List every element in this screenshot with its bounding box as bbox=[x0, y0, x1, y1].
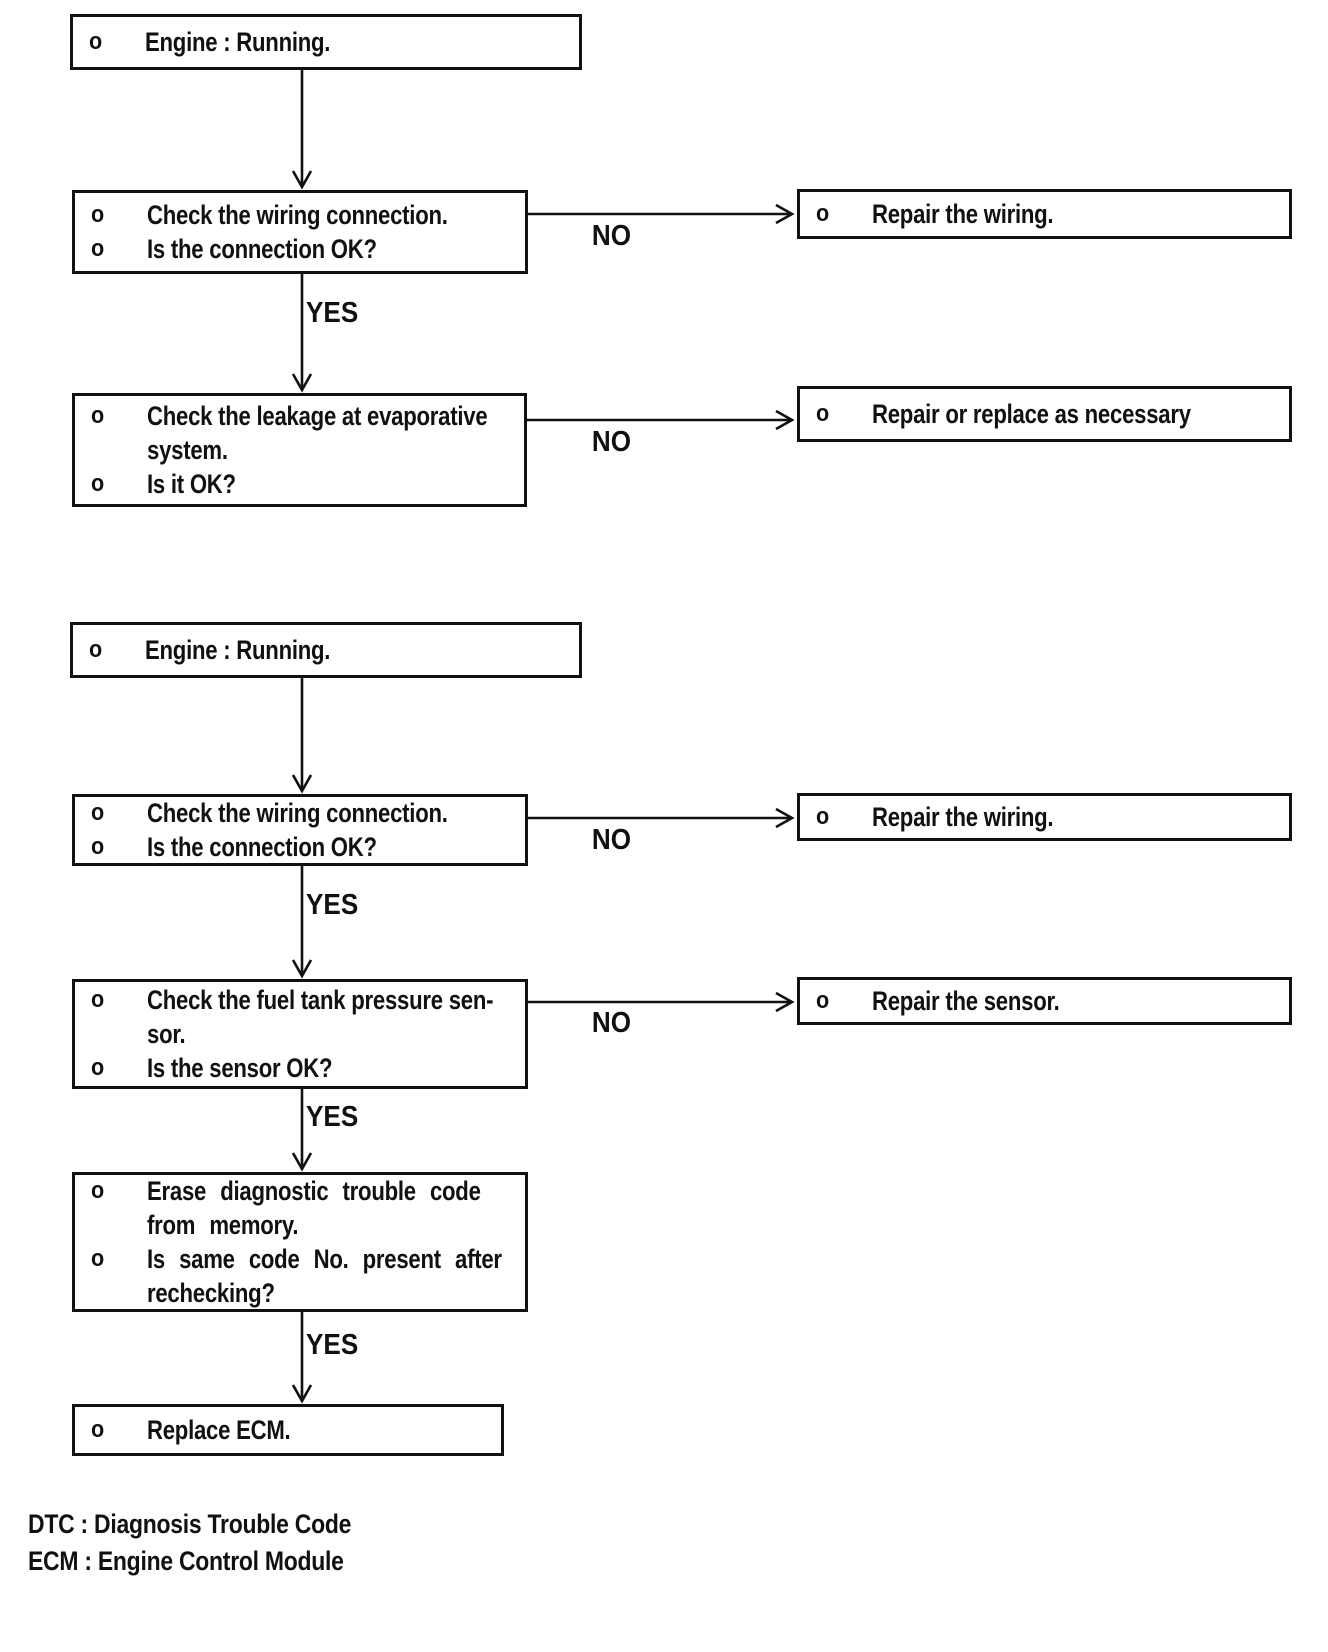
node-repair-or-replace: o Repair or replace as necessary bbox=[797, 386, 1292, 442]
footnote-ecm: ECM : Engine Control Module bbox=[28, 1546, 344, 1576]
no-label-3: NO bbox=[591, 824, 632, 856]
node-text-line: Repair or replace as necessary bbox=[872, 399, 1191, 429]
node-text-line: Is it OK? bbox=[147, 469, 236, 499]
node-text-line: Check the wiring connection. bbox=[147, 200, 448, 230]
node-engine-running-2: o Engine : Running. bbox=[70, 622, 582, 678]
node-text-line: Replace ECM. bbox=[147, 1415, 291, 1445]
node-text-line: Engine : Running. bbox=[145, 635, 331, 665]
arrow-check-wiring-no-2 bbox=[528, 807, 795, 829]
no-label-1: NO bbox=[591, 220, 632, 252]
yes-label-2: YES bbox=[306, 889, 359, 921]
bullet-marker: o bbox=[91, 986, 105, 1013]
bullet-marker: o bbox=[91, 1177, 105, 1204]
arrow-erase-dtc-yes bbox=[291, 1312, 313, 1404]
bullet-marker: o bbox=[91, 1054, 105, 1081]
bullet-marker: o bbox=[91, 799, 105, 826]
yes-label-1: YES bbox=[306, 297, 359, 329]
no-label-2: NO bbox=[591, 426, 632, 458]
node-text-line: Is the connection OK? bbox=[147, 832, 377, 862]
bullet-marker: o bbox=[91, 235, 105, 262]
arrow-check-wiring-yes-1 bbox=[291, 274, 313, 393]
arrow-check-leakage-no bbox=[527, 409, 795, 431]
footnote-dtc: DTC : Diagnosis Trouble Code bbox=[28, 1509, 352, 1539]
node-repair-sensor: o Repair the sensor. bbox=[797, 977, 1292, 1025]
bullet-marker: o bbox=[91, 1245, 105, 1272]
bullet-marker: o bbox=[816, 803, 830, 830]
arrow-check-wiring-no-1 bbox=[528, 203, 795, 225]
bullet-marker: o bbox=[91, 402, 105, 429]
node-text-line: Is the sensor OK? bbox=[147, 1053, 333, 1083]
node-text-line: Is the connection OK? bbox=[147, 234, 377, 264]
yes-label-3: YES bbox=[306, 1101, 359, 1133]
arrow-engine-running-to-check-wiring-1 bbox=[291, 70, 313, 190]
bullet-marker: o bbox=[91, 833, 105, 860]
node-repair-wiring-1: o Repair the wiring. bbox=[797, 189, 1292, 239]
node-engine-running-1: o Engine : Running. bbox=[70, 14, 582, 70]
yes-label-4: YES bbox=[306, 1329, 359, 1361]
footnotes: DTC : Diagnosis Trouble Code ECM : Engin… bbox=[28, 1506, 408, 1580]
bullet-marker: o bbox=[89, 28, 103, 55]
node-text-line: Repair the sensor. bbox=[872, 986, 1060, 1016]
arrow-engine-running-to-check-wiring-2 bbox=[291, 678, 313, 794]
node-text-line: Repair the wiring. bbox=[872, 802, 1054, 832]
arrow-check-sensor-yes bbox=[291, 1089, 313, 1172]
node-text-line: Check the wiring connection. bbox=[147, 798, 448, 828]
node-check-wiring-2: o Check the wiring connection. o Is the con… bbox=[72, 794, 528, 866]
arrow-check-wiring-yes-2 bbox=[291, 866, 313, 979]
bullet-marker: o bbox=[816, 200, 830, 227]
bullet-marker: o bbox=[816, 400, 830, 427]
bullet-marker: o bbox=[91, 201, 105, 228]
no-label-4: NO bbox=[591, 1007, 632, 1039]
node-check-wiring-1: o Check the wiring connection. o Is the con… bbox=[72, 190, 528, 274]
arrow-check-sensor-no bbox=[528, 991, 795, 1013]
node-text-line: Check the fuel tank pressure sen-sor. bbox=[147, 985, 494, 1049]
bullet-marker: o bbox=[816, 987, 830, 1014]
bullet-marker: o bbox=[89, 636, 103, 663]
node-text-line: Engine : Running. bbox=[145, 27, 331, 57]
node-text-line: Repair the wiring. bbox=[872, 199, 1054, 229]
bullet-marker: o bbox=[91, 1416, 105, 1443]
node-repair-wiring-2: o Repair the wiring. bbox=[797, 793, 1292, 841]
bullet-marker: o bbox=[91, 470, 105, 497]
node-replace-ecm: o Replace ECM. bbox=[72, 1404, 504, 1456]
